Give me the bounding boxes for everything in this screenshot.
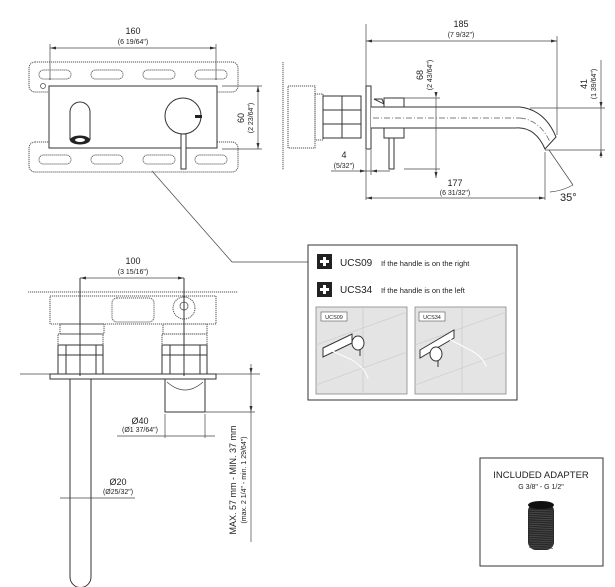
- options-panel: UCS09 If the handle is on the right UCS3…: [307, 244, 518, 401]
- slot: [90, 154, 124, 165]
- option-code: UCS09: [340, 258, 373, 269]
- body-diameter-mm-label: Ø40: [131, 416, 148, 426]
- spout-side: [371, 106, 557, 150]
- adapter-title: INCLUDED ADAPTER: [493, 470, 589, 481]
- reach-in-label: (6 31/32"): [440, 190, 471, 197]
- slot: [194, 69, 228, 80]
- outlet-drop-mm-label: 41: [579, 79, 589, 89]
- handle-lever-side: [388, 137, 395, 170]
- outlet-drop-in-label: (1 39/64"): [591, 69, 598, 100]
- thread-line: [528, 547, 554, 549]
- slot: [194, 154, 228, 165]
- thread-line: [528, 538, 554, 540]
- plate-top: [49, 373, 217, 380]
- spout-height-in-label: (2 43/64"): [427, 60, 434, 91]
- slot: [90, 69, 124, 80]
- thread-line: [528, 531, 554, 534]
- thumbnail-ucs34: UCS34: [414, 306, 507, 395]
- thread-line: [528, 514, 554, 516]
- option-code: UCS34: [340, 285, 373, 296]
- thread-line: [528, 544, 554, 547]
- thumbnail-label: UCS34: [423, 315, 441, 321]
- thread-line: [528, 540, 554, 543]
- depth-range-mm-label: MAX. 57 mm - MIN. 37 mm: [228, 425, 238, 534]
- thread-line: [528, 522, 554, 525]
- thread-line: [528, 518, 554, 521]
- front-view: 160 (6 19/64") 60 (2 23/64"): [28, 26, 310, 263]
- handle-indicator: [195, 115, 202, 118]
- thread-line: [528, 529, 554, 532]
- top-view: 100 (3 15/16") Ø40 (Ø1 37/64") Ø20 (Ø25/…: [20, 256, 260, 587]
- length-in-label: (7 9/32"): [448, 32, 475, 39]
- depth-range-in-label: (max. 2 1/4" - min. 1 29/64"): [241, 436, 248, 523]
- plate-side: [365, 85, 372, 150]
- adapter-panel: INCLUDED ADAPTER G 3/8" - G 1/2": [479, 457, 604, 567]
- thread-line: [528, 527, 554, 529]
- width-mm-label: 160: [125, 26, 140, 36]
- option-description: If the handle is on the left: [381, 286, 466, 295]
- thread-line: [528, 511, 554, 514]
- adapter-spec: G 3/8" - G 1/2": [518, 484, 564, 491]
- thumbnail-ucs09: UCS09: [315, 306, 408, 395]
- spacing-mm-label: 100: [125, 256, 140, 266]
- mounting-bracket-top: [28, 61, 239, 93]
- height-in-label: (2 23/64"): [248, 103, 255, 134]
- spout-top: [69, 379, 92, 587]
- handle-body-top: [164, 379, 206, 413]
- handle-lever: [180, 133, 187, 170]
- height-mm-label: 60: [236, 113, 246, 123]
- spout-diameter-in-label: (Ø25/32"): [103, 489, 133, 496]
- spout-diameter-mm-label: Ø20: [109, 477, 126, 487]
- thread-line: [528, 520, 554, 523]
- option-ucs34[interactable]: UCS34 If the handle is on the left: [317, 282, 466, 297]
- side-view: 35° 185 (7 9/32") 68 (2 43/64") 41 (1 39…: [282, 19, 605, 204]
- reach-mm-label: 177: [447, 178, 462, 188]
- slot: [38, 69, 72, 80]
- thread-line: [528, 516, 554, 518]
- screw-hole: [40, 83, 46, 89]
- width-in-label: (6 19/64"): [118, 39, 149, 46]
- option-ucs09[interactable]: UCS09 If the handle is on the right: [317, 254, 470, 269]
- thread-line: [528, 525, 554, 527]
- plate-thickness-in-label: (5/32"): [334, 163, 355, 170]
- cover-plate: [48, 85, 218, 149]
- spout-outlet: [69, 101, 91, 140]
- thread-line: [528, 533, 554, 536]
- slot: [142, 154, 176, 165]
- option-description: If the handle is on the right: [381, 259, 470, 268]
- adapter-icon: [528, 501, 554, 550]
- plate-thickness-mm-label: 4: [341, 150, 346, 160]
- thread-line: [528, 542, 554, 545]
- thread-line: [528, 536, 554, 538]
- spacing-in-label: (3 15/16"): [118, 269, 149, 276]
- leader-line: [151, 170, 310, 263]
- spout-height-mm-label: 68: [415, 70, 425, 80]
- slot: [142, 69, 176, 80]
- angle-label: 35°: [560, 192, 577, 204]
- valve-cap: [287, 85, 316, 149]
- body-diameter-in-label: (Ø1 37/64"): [122, 427, 158, 434]
- thread-line: [528, 509, 554, 512]
- thumbnail-label: UCS09: [325, 315, 343, 321]
- length-mm-label: 185: [453, 19, 468, 29]
- slot: [38, 154, 72, 165]
